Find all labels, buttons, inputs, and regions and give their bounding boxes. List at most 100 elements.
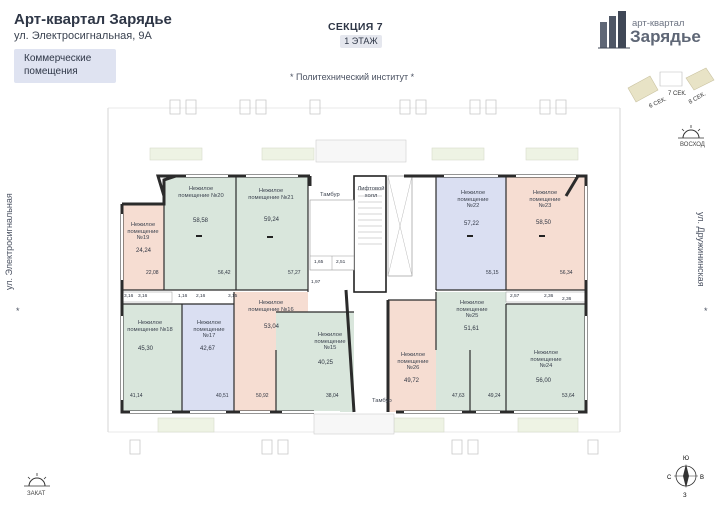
logo-title: Зарядье [630, 27, 701, 46]
small-area-1: 1,97 [311, 280, 321, 285]
sunrise-icon [678, 125, 704, 139]
room-17-label: Нежилое помещение №17 [193, 320, 225, 339]
logo-icon [598, 11, 630, 49]
small-area-7: 2,36 [562, 297, 572, 302]
floor-badge[interactable]: 1 ЭТАЖ [340, 35, 382, 48]
room-18-sub: 41,14 [130, 393, 143, 399]
room-19-sub: 22,08 [146, 270, 159, 276]
room-22 [436, 176, 506, 290]
room-21-sub: 57,27 [288, 270, 301, 276]
room-15-label: Нежилое помещение №15 [314, 332, 346, 351]
terrace-7 [517, 417, 579, 433]
room-23-area: 58,50 [536, 220, 552, 226]
room-26-label: Нежилое помещение №26 [397, 352, 429, 371]
section-key-map: 6 СЕК. 7 СЕК. 8 СЕК. [627, 67, 715, 110]
room-15 [276, 312, 354, 412]
terrace-3 [431, 147, 485, 161]
room-18-area: 45,30 [138, 346, 154, 352]
room-21-marker [267, 236, 273, 238]
room-16-sub: 50,92 [256, 393, 269, 399]
room-24-sub: 53,64 [562, 393, 575, 399]
room-15-area: 40,25 [318, 360, 334, 366]
room-17-sub: 40,51 [216, 393, 229, 399]
small-area-8: 1,65 [314, 260, 324, 265]
room-26-area: 49,72 [404, 378, 420, 384]
lift-hall-label: Лифтовой холл [357, 186, 385, 199]
room-25-label: Нежилое помещение №25 [456, 300, 488, 319]
room-24-area: 56,00 [536, 378, 552, 384]
tambour-top: Тамбур [320, 192, 340, 198]
room-16-area: 53,04 [264, 324, 280, 330]
terrace-6 [393, 417, 445, 433]
stair-treads [358, 189, 382, 245]
category-badge[interactable] [14, 49, 116, 83]
room-20-sub: 56,42 [218, 270, 231, 276]
small-area-11: 1,16 [178, 294, 188, 299]
small-area-3: 2,16 [196, 294, 206, 299]
room-17 [182, 304, 234, 412]
small-area-5: 2,57 [510, 294, 520, 299]
room-21-area: 59,24 [264, 217, 280, 223]
room-15-sub: 38,04 [326, 393, 339, 399]
room-24-label: Нежилое помещение №24 [530, 350, 562, 369]
room-25 [436, 292, 506, 412]
room-23-marker [539, 235, 545, 237]
windows [121, 175, 587, 413]
compass-s: З [683, 493, 687, 498]
room-23 [506, 176, 586, 290]
room-21 [236, 176, 308, 290]
room-23-sub: 56,34 [560, 270, 573, 276]
room-19-area: 24,24 [136, 248, 152, 254]
room-16-label: Нежилое помещение №16 [248, 300, 294, 313]
terrace-1 [149, 147, 203, 161]
compass-n: Ю [683, 456, 689, 462]
sunset-label: ЗАКАТ [27, 491, 46, 497]
entrance-canopy [315, 139, 407, 163]
street-north: * Политехнический институт * [290, 72, 415, 82]
small-area-4: 3,15 [228, 294, 238, 299]
parking-row-bottom [129, 439, 599, 455]
room-21-label: Нежилое помещение №21 [248, 188, 294, 201]
room-20 [164, 176, 236, 290]
category-label: Коммерческие помещения [24, 53, 92, 77]
address: ул. Электросигнальная, 9А [14, 30, 152, 42]
room-25-area: 51,61 [464, 326, 480, 332]
tambour-bottom: Тамбур [372, 398, 392, 404]
terrace-4 [525, 147, 579, 161]
room-22-sub: 55,15 [486, 270, 499, 276]
street-east-mark: * [704, 306, 708, 316]
room-20-marker [196, 235, 202, 237]
interior-walls [122, 176, 586, 412]
street-west-mark: * [16, 306, 20, 316]
compass-w: С [667, 475, 672, 481]
compass-icon: Ю З С В [667, 456, 704, 498]
page-title: Арт-квартал Зарядье [14, 11, 172, 28]
small-area-6: 2,36 [544, 294, 554, 299]
room-22-marker [467, 235, 473, 237]
small-area-2: 3,16 [138, 294, 148, 299]
room-20-label: Нежилое помещение №20 [178, 186, 224, 199]
terrace-5 [157, 417, 215, 433]
room-22-area: 57,22 [464, 221, 480, 227]
small-area-9: 2,51 [336, 260, 346, 265]
room-18 [122, 304, 182, 412]
room-25-sub: 49,24 [488, 393, 501, 399]
section-title: СЕКЦИЯ 7 [328, 21, 383, 33]
sunrise-label: ВОСХОД [680, 142, 705, 148]
compass-e: В [700, 475, 704, 481]
room-26-sub: 47,63 [452, 393, 465, 399]
room-23-label: Нежилое помещение №23 [529, 190, 561, 209]
room-18-label: Нежилое помещение №18 [127, 320, 173, 333]
room-19-label: Нежилое помещение №19 [127, 222, 159, 241]
parking-row-top [169, 99, 567, 115]
room-20-area: 58,58 [193, 218, 209, 224]
sunset-icon [24, 473, 50, 487]
room-19 [122, 204, 164, 290]
small-area-10: 3,16 [124, 294, 134, 299]
logo-subtitle: арт-квартал [632, 18, 685, 29]
room-22-label: Нежилое помещение №22 [457, 190, 489, 209]
room-24 [506, 304, 586, 412]
room-17-area: 42,67 [200, 346, 216, 352]
terrace-2 [261, 147, 315, 161]
